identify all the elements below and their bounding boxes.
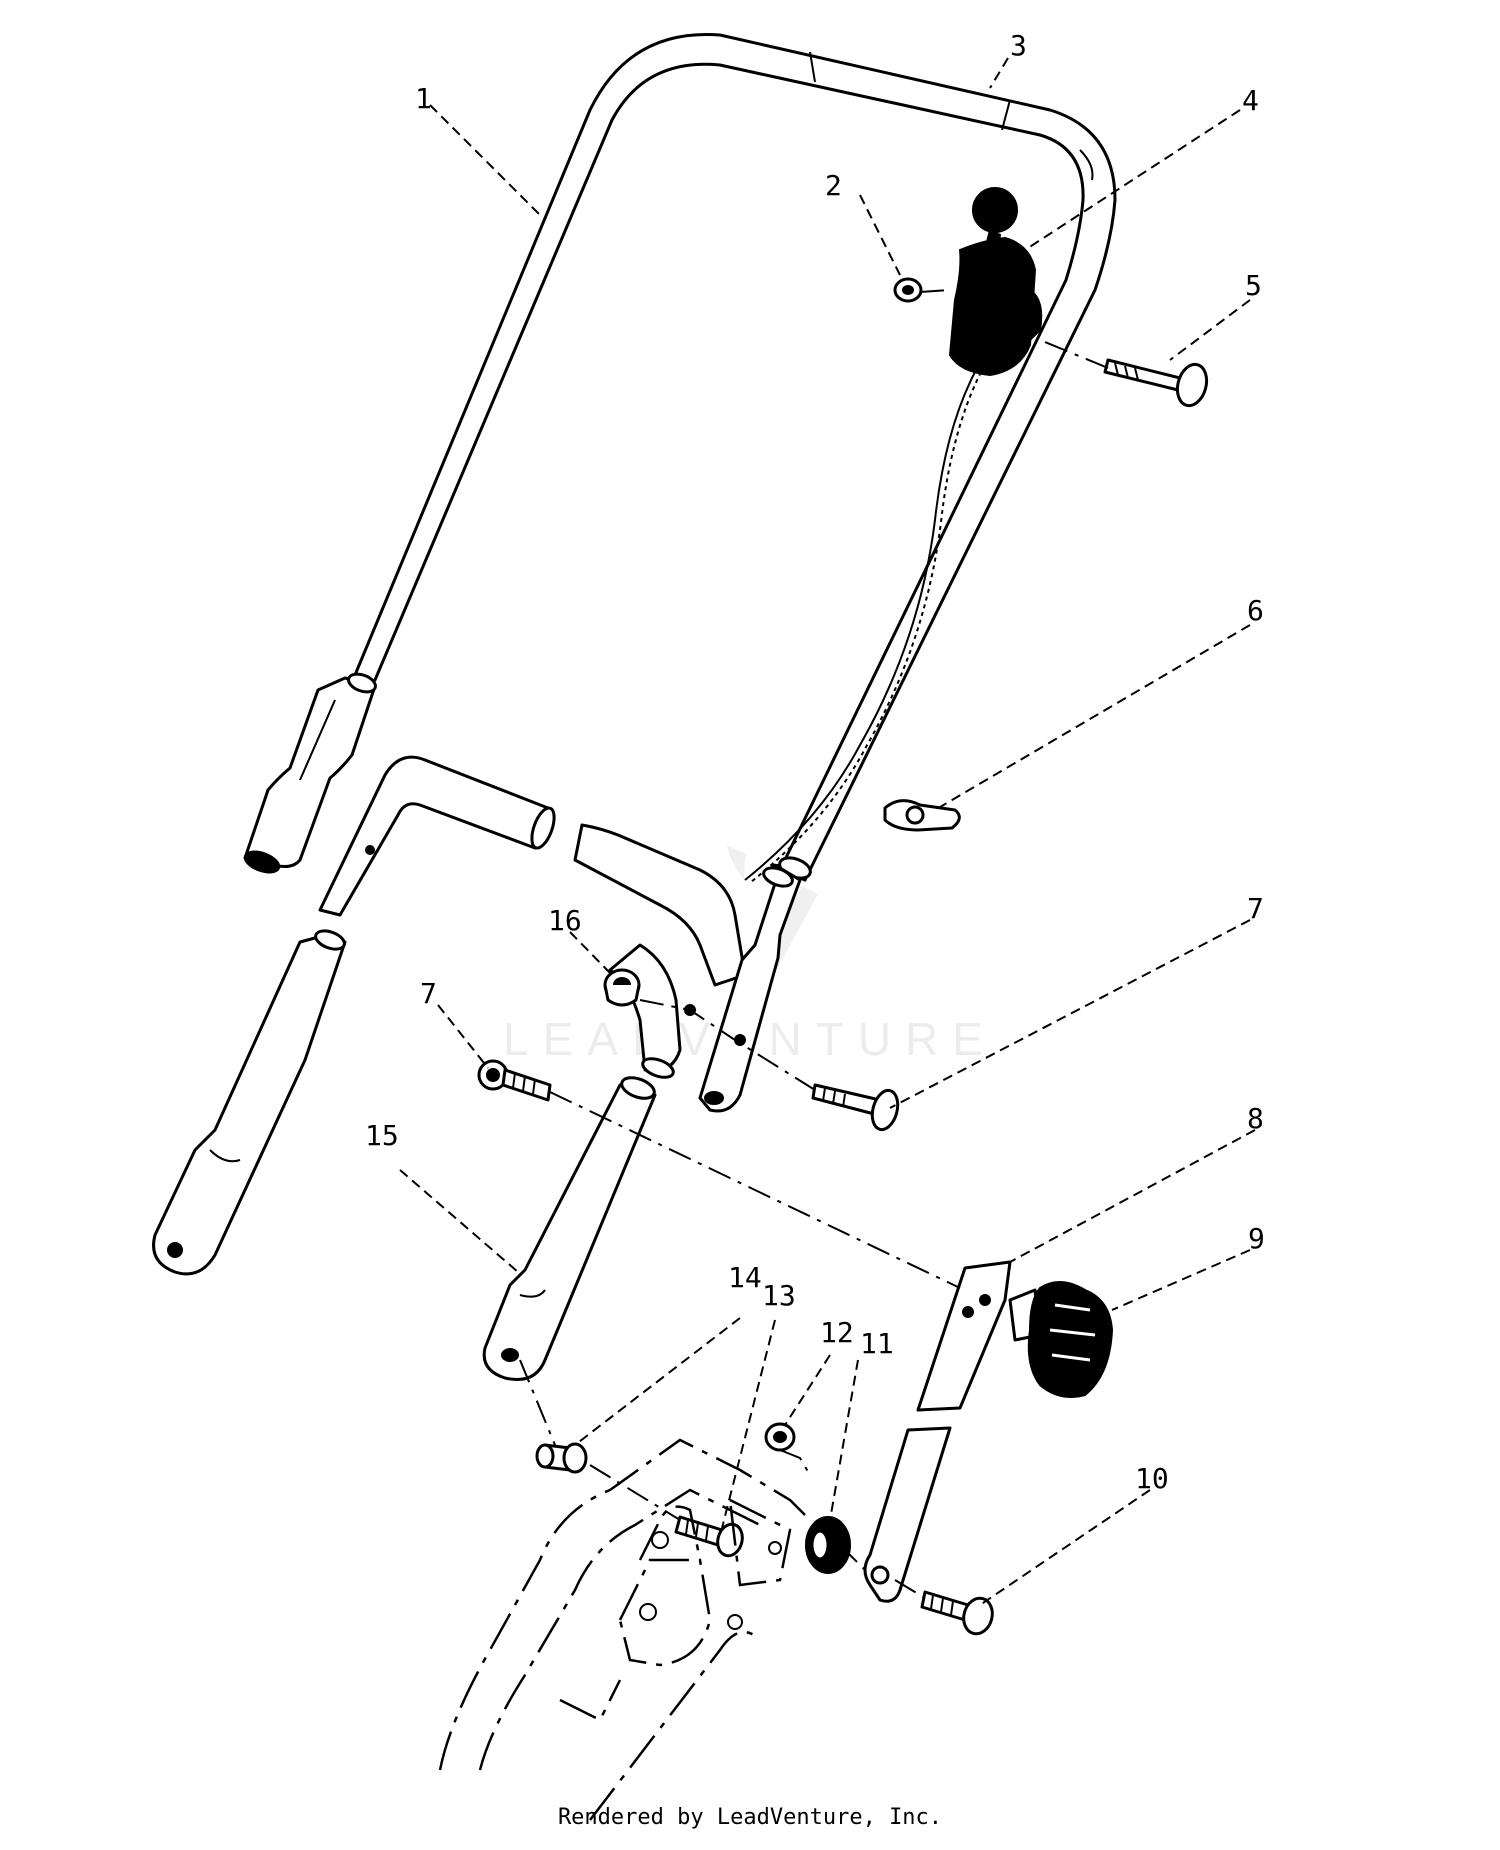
- callout-6: 6: [1247, 594, 1264, 627]
- leader-lines: [399, 57, 1256, 1606]
- bolt-10: [920, 1590, 994, 1636]
- nut-12: [764, 1422, 796, 1452]
- bolt-7-right: [811, 1083, 900, 1132]
- callout-10: 10: [1135, 1462, 1169, 1495]
- mower-deck-phantom: [438, 1438, 811, 1821]
- callout-8: 8: [1247, 1102, 1264, 1135]
- footer-credit: Rendered by LeadVenture, Inc.: [557, 1805, 943, 1830]
- nut-2: [893, 277, 923, 303]
- callout-12: 12: [820, 1316, 854, 1349]
- bracket-8: [863, 1260, 1012, 1603]
- nut-14: [535, 1442, 588, 1474]
- callout-2: 2: [825, 169, 842, 202]
- bolt-5: [1103, 358, 1209, 408]
- callout-1: 1: [415, 82, 432, 115]
- callout-15: 15: [365, 1119, 399, 1152]
- callout-7-right: 7: [1247, 892, 1264, 925]
- callout-16: 16: [548, 904, 582, 937]
- assembly-lines: [519, 289, 1109, 1599]
- callout-3: 3: [1010, 29, 1027, 62]
- bolt-7-left: [477, 1059, 552, 1102]
- callout-7-left: 7: [420, 977, 437, 1010]
- handle-brace: [318, 755, 802, 1113]
- callout-4: 4: [1242, 84, 1259, 117]
- callout-numbers: 1 2 3 4 5 6 7 7 8 9 10 11 12 13 14 15 16: [365, 29, 1265, 1495]
- callout-11: 11: [860, 1327, 894, 1360]
- callout-14: 14: [728, 1261, 762, 1294]
- nut-16: [603, 968, 641, 1007]
- lower-handle: [152, 929, 657, 1381]
- knob-9: [1008, 1281, 1114, 1398]
- callout-9: 9: [1248, 1222, 1265, 1255]
- control-lever: [744, 187, 1043, 883]
- upper-handle: [243, 32, 1117, 882]
- callout-13: 13: [762, 1279, 796, 1312]
- cable-clip-6: [883, 799, 961, 832]
- callout-5: 5: [1245, 269, 1262, 302]
- spacer-11: [805, 1516, 851, 1574]
